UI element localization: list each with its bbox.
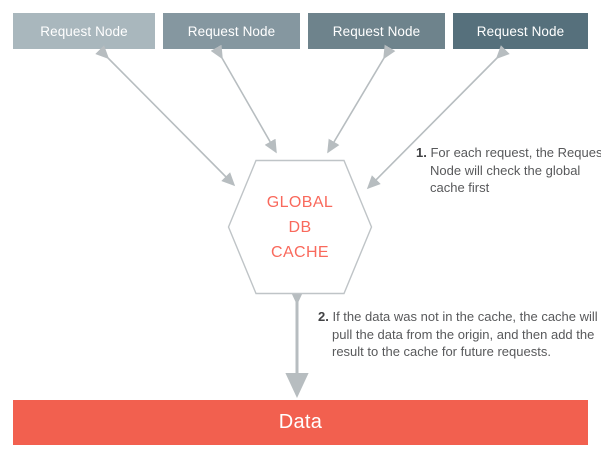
request-node-box-3[interactable]: Request Node — [308, 13, 445, 49]
request-node-label: Request Node — [40, 23, 128, 39]
request-node-label: Request Node — [476, 23, 565, 39]
global-db-cache-hexagon[interactable]: GLOBAL DB CACHE — [227, 159, 373, 295]
annotation-step-1: 1. For each request, the Request Node wi… — [416, 144, 601, 197]
data-store-label: Data — [278, 411, 323, 433]
annotation-step-2: 2. If the data was not in the cache, the… — [318, 308, 601, 361]
hexagon-shape — [227, 159, 373, 295]
request-node-box-1[interactable]: Request Node — [13, 13, 155, 49]
request-node-box-2[interactable]: Request Node — [163, 13, 300, 49]
arrow-node2-to-cache — [210, 44, 277, 154]
annotation-step-2-text: If the data was not in the cache, the ca… — [332, 309, 598, 359]
request-node-label: Request Node — [332, 23, 421, 39]
arrow-node3-to-cache — [327, 44, 396, 154]
request-node-label: Request Node — [187, 23, 276, 39]
request-node-box-4[interactable]: Request Node — [453, 13, 588, 49]
annotation-step-1-number: 1. — [416, 145, 427, 160]
data-store-bar[interactable]: Data — [13, 400, 588, 445]
annotation-step-1-text: For each request, the Request Node will … — [430, 145, 601, 195]
annotation-step-2-number: 2. — [318, 309, 329, 324]
arrow-node1-to-cache — [95, 45, 236, 187]
